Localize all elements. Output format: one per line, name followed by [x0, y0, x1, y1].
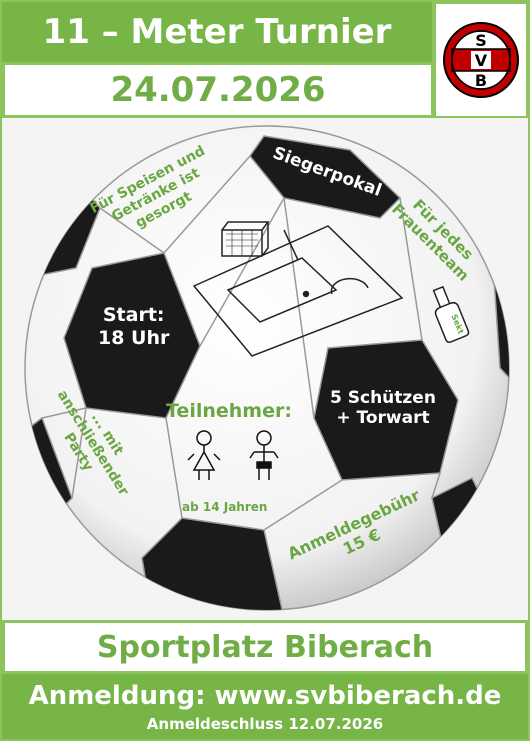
logo-letter-s: S: [475, 31, 487, 50]
pitch-drawing: [192, 221, 404, 357]
logo-letter-v: V: [475, 51, 488, 70]
registration-deadline: Anmeldeschluss 12.07.2026: [146, 714, 384, 733]
venue-text: Sportplatz Biberach: [96, 629, 434, 665]
club-logo: S V B: [443, 22, 519, 98]
patch-bottom-right: [431, 476, 503, 590]
event-date: 24.07.2026: [2, 62, 434, 118]
football-graphic: Sekt Für Speisen und Getränke ist gesorg…: [2, 118, 528, 620]
logo-letter-b: B: [475, 71, 487, 90]
start-line-2: 18 Uhr: [98, 326, 170, 349]
shooters-note: 5 Schützen + Torwart: [330, 388, 436, 429]
bottle-icon: Sekt: [432, 285, 470, 343]
shooters-line-1: 5 Schützen: [330, 388, 436, 408]
age-note: ab 14 Jahren: [182, 500, 268, 514]
male-figure-icon: [249, 430, 279, 480]
female-figure-icon: [187, 430, 221, 480]
start-line-1: Start:: [102, 304, 165, 326]
registration-link[interactable]: Anmeldung: www.svbiberach.de: [28, 680, 502, 711]
participants-label: Teilnehmer:: [166, 400, 292, 422]
registration: Anmeldung: www.svbiberach.de Anmeldeschl…: [2, 674, 528, 739]
event-title: 11 – Meter Turnier: [2, 2, 434, 62]
event-date-text: 24.07.2026: [110, 70, 326, 110]
club-logo-box: S V B: [434, 2, 528, 118]
football-svg: Sekt: [24, 125, 510, 611]
start-note: Start: 18 Uhr: [98, 304, 169, 350]
shooters-line-2: + Torwart: [336, 408, 430, 429]
event-title-text: 11 – Meter Turnier: [42, 12, 392, 52]
venue: Sportplatz Biberach: [2, 620, 528, 674]
